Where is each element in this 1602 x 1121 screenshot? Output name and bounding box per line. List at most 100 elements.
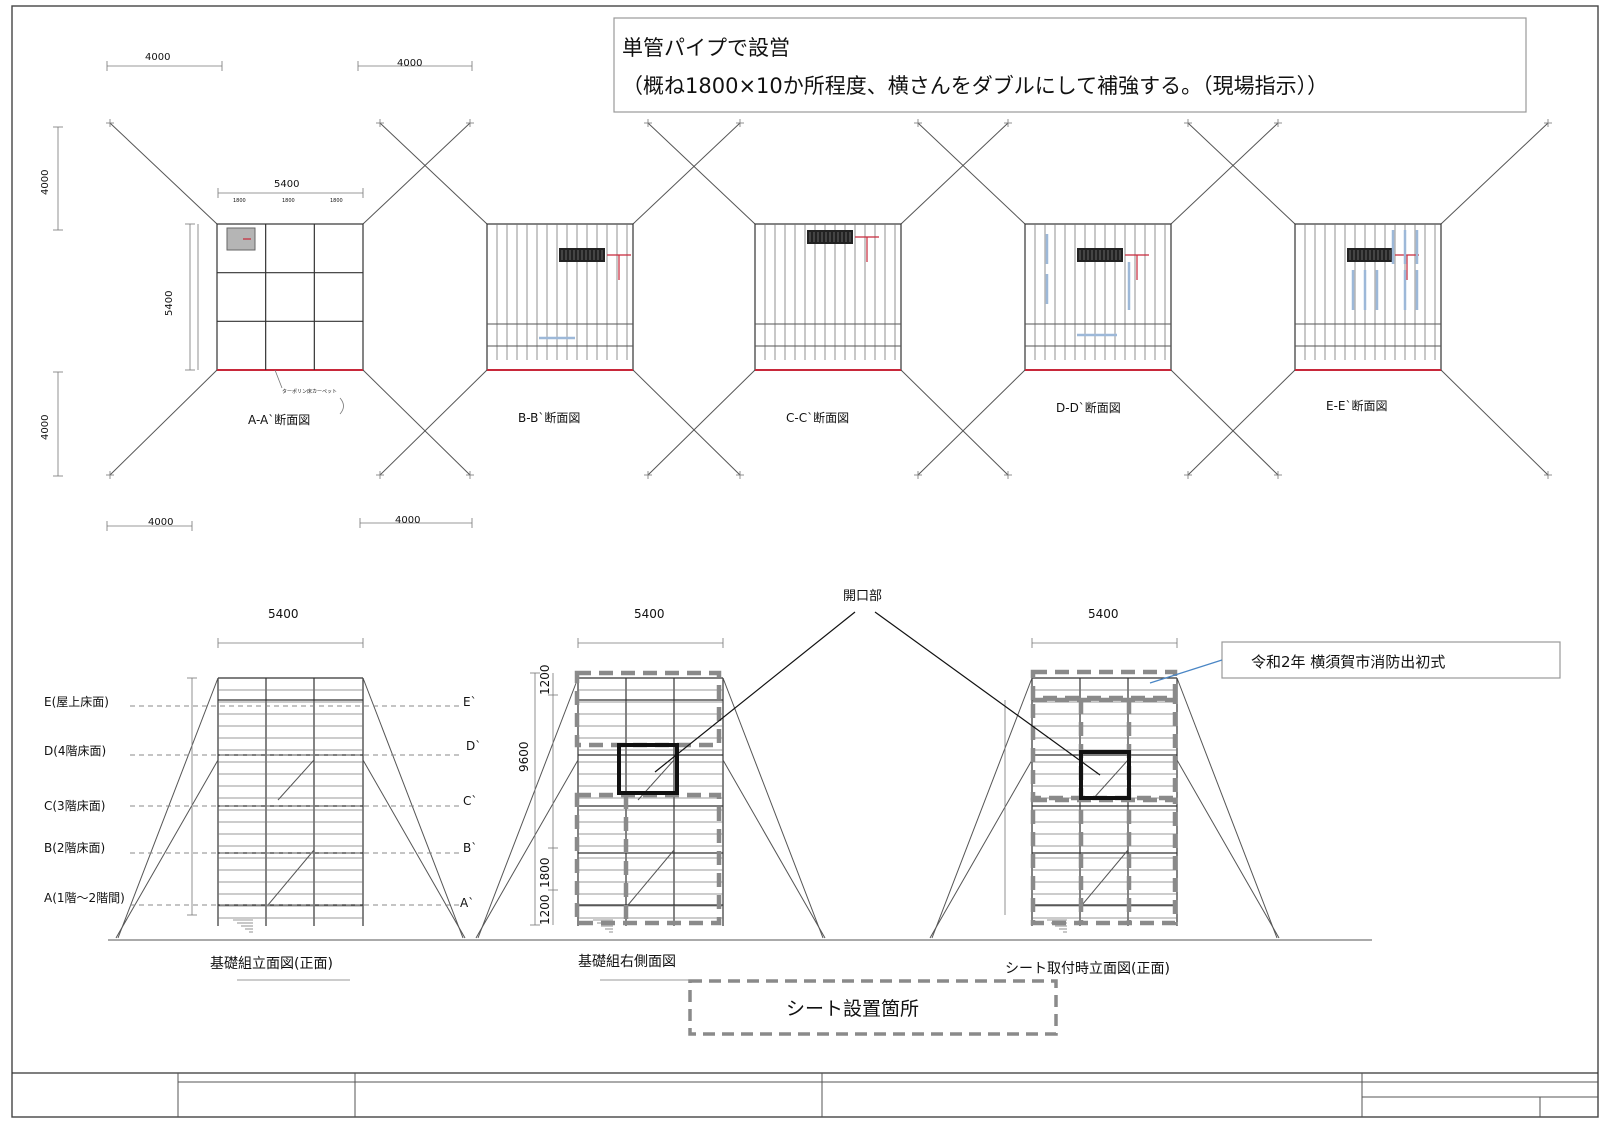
plan-sections: A-A`断面図 B-B`断面図 C-C`断面図 D-D`断面図 E-E`断面図 [106,119,1552,479]
sheet-elevation [929,638,1280,939]
elevation-labels: 基礎組立面図(正面) 基礎組右側面図 シート取付時立面図(正面) [210,953,1170,981]
guy-line [379,122,488,225]
side-elevation [475,638,826,939]
level-mark-b: B` [463,841,477,855]
section-label-c: C-C`断面図 [786,410,849,425]
plan-note: ターポリン床カーペット [282,388,337,395]
guy-line [917,122,1026,225]
guy-line [475,759,579,939]
stair-line [627,849,675,906]
dim-left-upper: 4000 [40,170,51,195]
guy-line [1187,369,1296,476]
level-mark-a: A` [460,896,474,910]
plan-sub-2: 1800 [282,198,295,204]
side-height-dims: 9600 1200 1800 1200 [517,664,558,926]
level-mark-d: D` [466,739,481,753]
note-line-1: 単管パイプで設営 [622,36,790,60]
level-label-e: E(屋上床面) [44,695,109,709]
elev-label-front: 基礎組立面図(正面) [210,955,333,972]
guy-line [931,677,1033,939]
guy-line [109,369,218,476]
guy-line [115,759,219,939]
guy-line [917,369,1026,476]
section-label-d: D-D`断面図 [1056,400,1121,415]
plan-outline [1294,223,1442,371]
guy-line [1170,122,1279,225]
section-label-e: E-E`断面図 [1326,398,1388,413]
guy-line [1440,369,1549,476]
guy-line [1176,677,1278,939]
level-label-d: D(4階床面) [44,743,106,758]
stair-line [1091,759,1129,801]
guy-line [362,122,471,225]
opening-annotation: 開口部 [654,589,1101,776]
plan-sub-3: 1800 [330,198,343,204]
guy-line [647,369,756,476]
guy-line [477,677,579,939]
level-mark-e: E` [463,695,477,709]
plan-section-d: D-D`断面図 [914,119,1282,479]
plan-outline [486,223,634,371]
sheet-legend: シート設置箇所 [688,979,1058,1036]
elev-width-1: 5400 [268,607,299,621]
opening-box [1079,750,1131,800]
dim-top-left: 4000 [145,52,170,63]
plan-a-dimensions: 5400 1800 1800 1800 5400 ターポリン床カーペット [164,179,364,415]
side-seg-bot: 1200 [538,894,552,925]
elevation-width-dims: 5400 5400 5400 [268,607,1119,621]
callout-label: 令和2年 横須賀市消防出初式 [1251,653,1445,671]
elev-width-3: 5400 [1088,607,1119,621]
guy-line [117,677,219,939]
title-block [12,1072,1598,1117]
opening-label: 開口部 [843,589,882,604]
guy-line [379,369,488,476]
note-line-2: （概ね1800×10か所程度、横さんをダブルにして補強する。（現場指示）） [622,74,1328,98]
guy-line [632,369,741,476]
grill-block [1347,248,1393,262]
guy-line [632,122,741,225]
guy-line [109,122,218,225]
plan-section-b: B-B`断面図 [376,119,744,479]
level-label-b: B(2階床面) [44,840,105,855]
dim-bottom-right: 4000 [395,515,420,526]
elevation-views [108,638,1372,941]
sheet-border [11,5,1599,1118]
front-elevation [115,638,466,939]
sheet-area [1030,697,1178,801]
guy-line [362,759,466,939]
side-seg-top: 1200 [538,664,552,695]
stair-line [277,759,315,801]
grill-block [559,248,605,262]
dim-bottom-left: 4000 [148,517,173,528]
section-label-b: B-B`断面図 [518,410,580,425]
guy-line [1176,759,1280,939]
level-labels: E(屋上床面) D(4階床面) C(3階床面) B(2階床面) A(1階～2階間… [44,695,481,910]
plan-section-a: A-A`断面図 [106,119,474,479]
plan-height-label: 5400 [164,291,175,316]
legend-label: シート設置箇所 [786,998,919,1020]
grill-block [807,230,853,244]
level-mark-c: C` [463,794,477,808]
dim-top-right: 4000 [397,58,422,69]
guy-line [362,369,471,476]
guy-line [929,759,1033,939]
event-callout: 令和2年 横須賀市消防出初式 [1149,641,1561,684]
elev-label-sheet: シート取付時立面図(正面) [1005,961,1170,977]
plan-section-e: E-E`断面図 [1184,119,1552,479]
guy-line [647,122,756,225]
hatch-cell [226,227,256,251]
guy-line [362,677,464,939]
level-label-c: C(3階床面) [44,798,105,813]
guy-line [722,759,826,939]
sheet-area [574,792,722,926]
guy-line [900,122,1009,225]
guy-line [1440,122,1549,225]
plan-sub-1: 1800 [233,198,246,204]
guy-line [1187,122,1296,225]
plan-section-c: C-C`断面図 [644,119,1012,479]
elev-width-2: 5400 [634,607,665,621]
dim-left-lower: 4000 [40,415,51,440]
sheet-area [574,670,722,748]
section-label-a: A-A`断面図 [248,412,310,427]
